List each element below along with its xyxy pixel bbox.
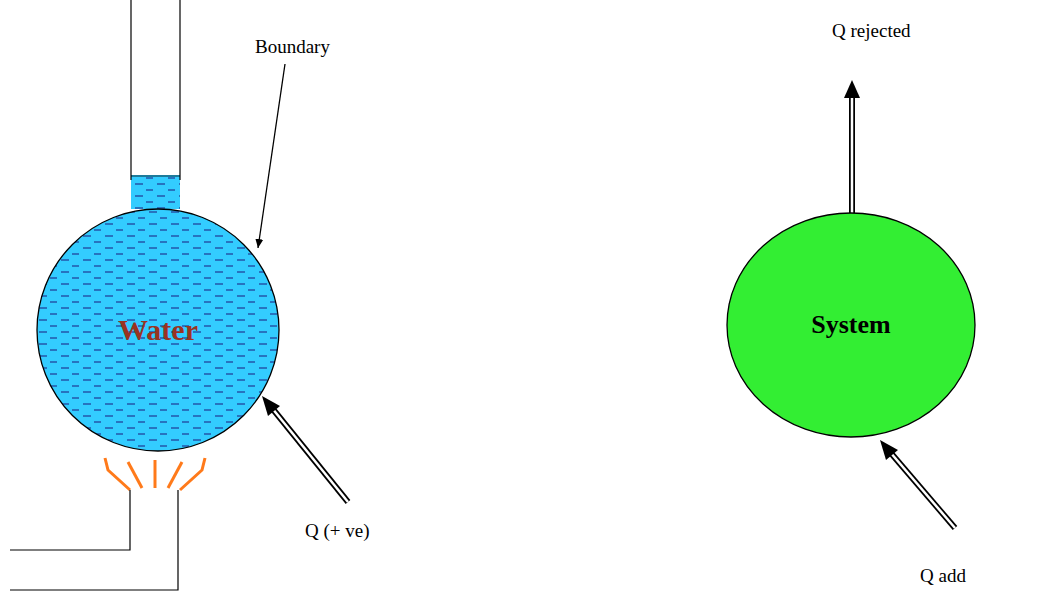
flask-neck	[131, 0, 180, 209]
system-circle: System	[726, 212, 976, 438]
leader-arrow	[258, 64, 285, 248]
annotation-label: Q add	[920, 565, 966, 587]
heat-in-arrow	[880, 440, 955, 528]
gas-pipe	[10, 490, 178, 590]
burner-flame	[105, 458, 205, 490]
annotation-label: Q (+ ve)	[305, 520, 370, 542]
node-label: Water	[118, 313, 198, 347]
water-flask: Water	[36, 208, 280, 452]
annotation-label: Boundary	[255, 36, 330, 58]
heat-arrow	[262, 396, 348, 502]
annotation-label: Q rejected	[832, 20, 911, 42]
heat-out-arrow	[844, 80, 860, 213]
node-label: System	[811, 310, 890, 340]
